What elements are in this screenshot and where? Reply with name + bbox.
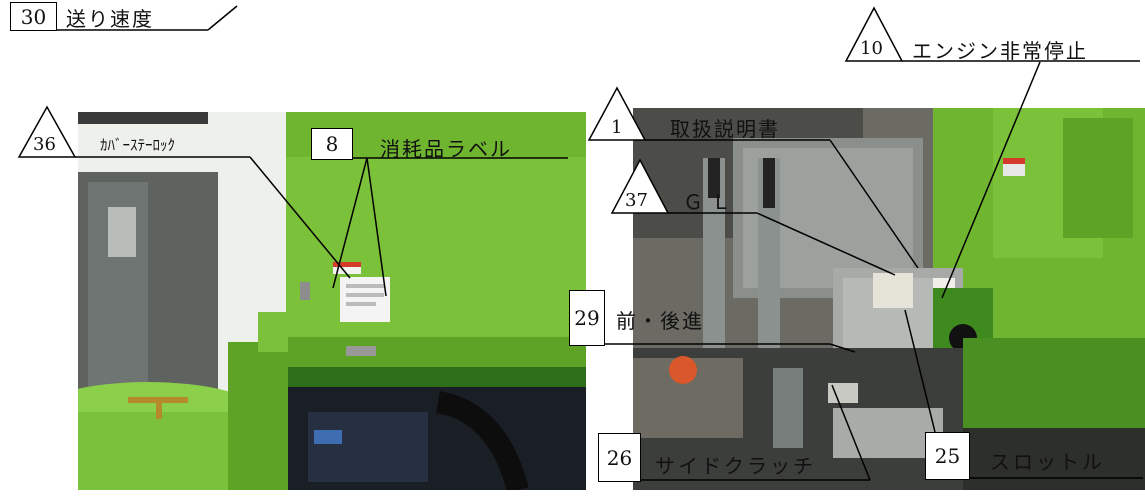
callout-37-number: 37: [625, 190, 648, 211]
callout-30-number-box: 30: [10, 2, 57, 31]
callout-30-leader: [207, 5, 238, 31]
callout-25-label: スロットル: [990, 450, 1105, 474]
callout-30-number: 30: [20, 4, 47, 29]
callout-1-number: 1: [611, 117, 623, 138]
right-machine-photo: [633, 108, 1145, 490]
left-photo-illustration: [78, 112, 586, 490]
callout-25-number-box: 25: [925, 432, 970, 480]
callout-36-number: 36: [33, 134, 56, 155]
callout-36-label: ｶﾊﾞｰｽﾃｰﾛｯｸ: [100, 136, 176, 154]
callout-26-label: サイドクラッチ: [655, 454, 816, 478]
callout-1-label: 取扱説明書: [670, 117, 780, 141]
callout-29-number-box: 29: [569, 290, 605, 346]
callout-8-label: 消耗品ラベル: [380, 137, 512, 161]
callout-10-label: エンジン非常停止: [912, 39, 1088, 63]
callout-25-number: 25: [934, 444, 961, 468]
callout-26-number-box: 26: [598, 433, 641, 482]
left-machine-photo: [78, 112, 586, 490]
callout-29-label: 前・後進: [616, 309, 704, 333]
callout-8-number: 8: [325, 132, 339, 156]
callout-10-number: 10: [860, 38, 883, 59]
callout-8-number-box: 8: [311, 128, 353, 160]
right-photo-illustration: [633, 108, 1145, 490]
callout-26-number: 26: [606, 445, 633, 470]
callout-37-label: ＧＬ: [683, 190, 739, 214]
callout-30-label: 送り速度: [66, 7, 154, 31]
callout-29-number: 29: [574, 306, 600, 330]
